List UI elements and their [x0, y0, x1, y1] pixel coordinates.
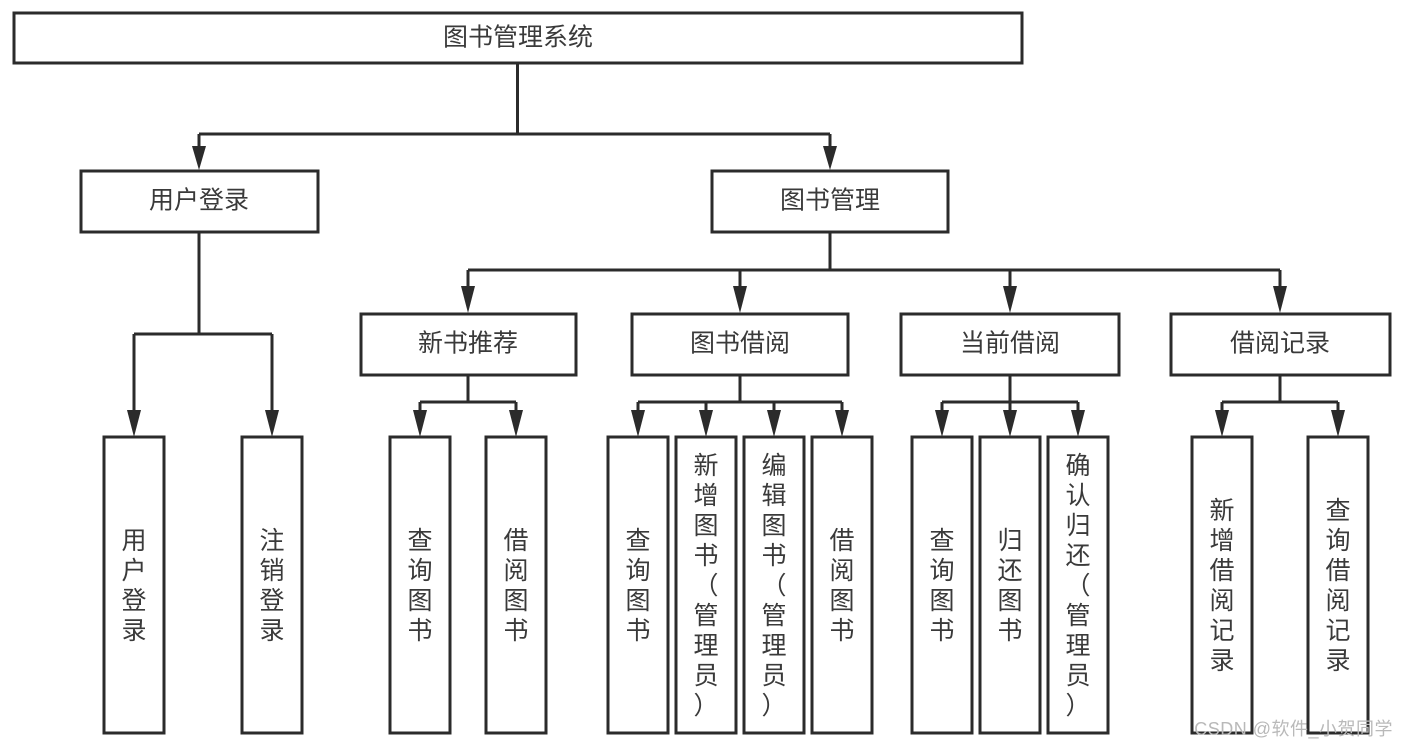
node-leaf-add-record-label: 新增借阅记录	[1209, 497, 1234, 675]
node-user-login[interactable]: 用户登录	[79, 169, 320, 234]
node-leaf-user-login[interactable]: 用户登录	[102, 435, 166, 735]
node-leaf-query-book-3-box[interactable]	[910, 435, 974, 735]
arrowhead-leaf-borrow-book-1	[509, 410, 523, 437]
node-leaf-query-record-label: 查询借阅记录	[1325, 497, 1350, 675]
node-leaf-user-login-box[interactable]	[102, 435, 166, 735]
node-book-manage-box[interactable]	[710, 169, 950, 234]
node-leaf-user-login-label: 用户登录	[121, 527, 146, 645]
arrowhead-user-login	[192, 146, 206, 170]
arrowhead-leaf-query-book-1	[413, 410, 427, 437]
node-leaf-borrow-book-1-label: 借阅图书	[503, 527, 528, 645]
node-borrow-record-box[interactable]	[1169, 312, 1392, 377]
node-leaf-return-book-label: 归还图书	[997, 527, 1022, 645]
node-current-borrow-label: 当前借阅	[960, 330, 1060, 358]
node-leaf-query-record[interactable]: 查询借阅记录	[1306, 435, 1370, 735]
node-book-borrow-label: 图书借阅	[690, 330, 790, 358]
node-root-box[interactable]	[12, 11, 1024, 65]
node-leaf-confirm-return[interactable]: 确认归还（管理员）	[1046, 435, 1110, 735]
arrowhead-leaf-edit-book	[767, 410, 781, 437]
node-leaf-logout-login-box[interactable]	[240, 435, 304, 735]
node-leaf-add-book-label: 新增图书（管理员）	[693, 452, 718, 720]
node-leaf-return-book-box[interactable]	[978, 435, 1042, 735]
node-leaf-borrow-book-2-label: 借阅图书	[829, 527, 854, 645]
node-leaf-add-record-box[interactable]	[1190, 435, 1254, 735]
arrowhead-leaf-logout-login	[265, 410, 279, 437]
arrowhead-leaf-confirm-return	[1071, 410, 1085, 437]
arrowhead-borrow-record	[1273, 286, 1287, 313]
arrowhead-current-borrow	[1003, 286, 1017, 313]
node-root[interactable]: 图书管理系统	[12, 11, 1024, 65]
node-leaf-add-book-box[interactable]	[674, 435, 738, 735]
node-new-book-recommend[interactable]: 新书推荐	[359, 312, 578, 377]
node-leaf-add-book[interactable]: 新增图书（管理员）	[674, 435, 738, 735]
node-book-manage[interactable]: 图书管理	[710, 169, 950, 234]
arrowhead-leaf-add-record	[1215, 410, 1229, 437]
node-leaf-query-book-3-label: 查询图书	[929, 527, 954, 645]
node-leaf-confirm-return-box[interactable]	[1046, 435, 1110, 735]
node-new-book-recommend-box[interactable]	[359, 312, 578, 377]
node-leaf-borrow-book-2[interactable]: 借阅图书	[810, 435, 874, 735]
arrowhead-leaf-add-book	[699, 410, 713, 437]
node-leaf-query-book-1[interactable]: 查询图书	[388, 435, 452, 735]
node-book-borrow-box[interactable]	[630, 312, 850, 377]
arrowhead-book-manage	[823, 146, 837, 170]
node-leaf-query-book-2[interactable]: 查询图书	[606, 435, 670, 735]
node-root-label: 图书管理系统	[443, 24, 593, 52]
node-leaf-query-book-1-label: 查询图书	[407, 527, 432, 645]
node-leaf-query-book-2-label: 查询图书	[625, 527, 650, 645]
arrowhead-book-borrow	[733, 286, 747, 313]
node-book-manage-label: 图书管理	[780, 187, 880, 215]
node-borrow-record-label: 借阅记录	[1230, 330, 1330, 358]
node-leaf-return-book[interactable]: 归还图书	[978, 435, 1042, 735]
arrowhead-leaf-query-record	[1331, 410, 1345, 437]
node-leaf-add-record[interactable]: 新增借阅记录	[1190, 435, 1254, 735]
node-leaf-query-record-box[interactable]	[1306, 435, 1370, 735]
node-leaf-query-book-1-box[interactable]	[388, 435, 452, 735]
node-leaf-query-book-2-box[interactable]	[606, 435, 670, 735]
node-leaf-query-book-3[interactable]: 查询图书	[910, 435, 974, 735]
arrowhead-leaf-return-book	[1003, 410, 1017, 437]
node-borrow-record[interactable]: 借阅记录	[1169, 312, 1392, 377]
node-leaf-logout-login[interactable]: 注销登录	[240, 435, 304, 735]
node-user-login-box[interactable]	[79, 169, 320, 234]
arrowhead-leaf-query-book-3	[935, 410, 949, 437]
node-new-book-recommend-label: 新书推荐	[418, 330, 518, 358]
node-current-borrow[interactable]: 当前借阅	[899, 312, 1121, 377]
node-book-borrow[interactable]: 图书借阅	[630, 312, 850, 377]
node-leaf-borrow-book-2-box[interactable]	[810, 435, 874, 735]
connectors-layer	[127, 63, 1345, 437]
node-leaf-edit-book-box[interactable]	[742, 435, 806, 735]
node-user-login-label: 用户登录	[149, 187, 249, 215]
node-leaf-borrow-book-1-box[interactable]	[484, 435, 548, 735]
node-current-borrow-box[interactable]	[899, 312, 1121, 377]
node-leaf-confirm-return-label: 确认归还（管理员）	[1065, 452, 1090, 720]
node-leaf-edit-book[interactable]: 编辑图书（管理员）	[742, 435, 806, 735]
node-leaf-edit-book-label: 编辑图书（管理员）	[761, 452, 786, 720]
arrowhead-new-book-recommend	[461, 286, 475, 313]
arrowhead-leaf-user-login	[127, 410, 141, 437]
node-leaf-borrow-book-1[interactable]: 借阅图书	[484, 435, 548, 735]
arrowhead-leaf-borrow-book-2	[835, 410, 849, 437]
node-leaf-logout-login-label: 注销登录	[259, 527, 284, 645]
arrowhead-leaf-query-book-2	[631, 410, 645, 437]
